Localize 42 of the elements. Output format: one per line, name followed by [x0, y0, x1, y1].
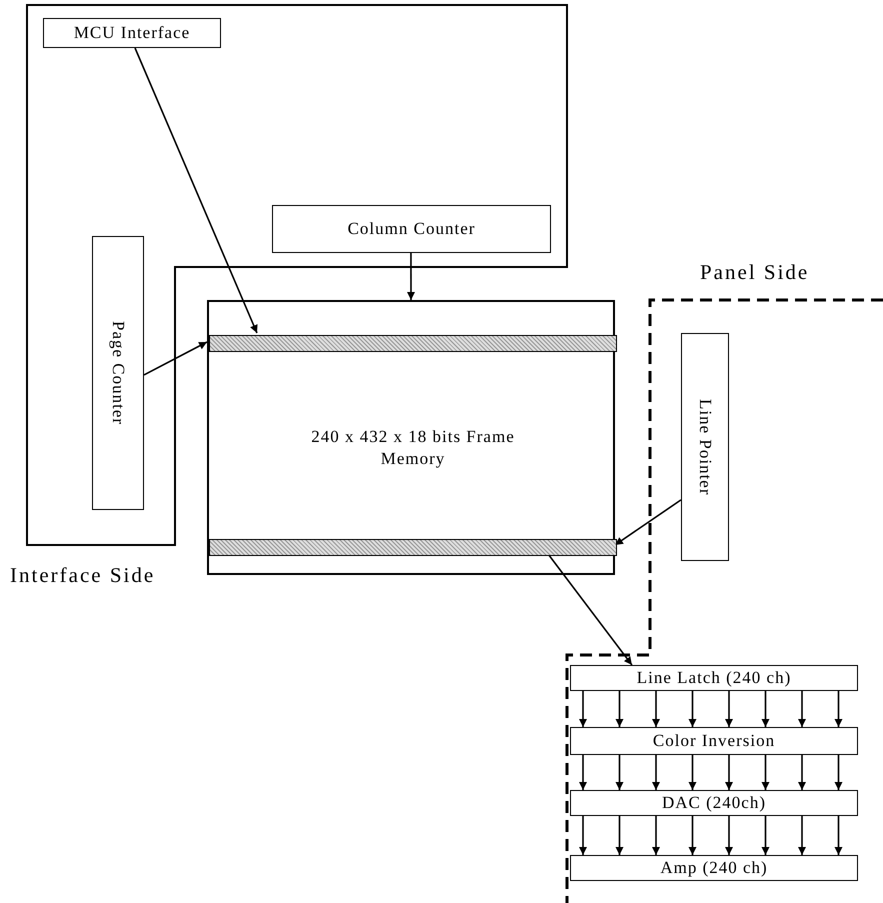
arrow: [762, 691, 770, 727]
hatched-bar: [209, 539, 617, 556]
arrow: [547, 554, 633, 666]
block-box: Amp (240 ch): [570, 855, 858, 881]
arrow: [688, 816, 696, 855]
region-label: Interface Side: [10, 563, 156, 588]
arrow: [616, 755, 624, 790]
block-box: Line Pointer: [681, 333, 729, 561]
arrow: [616, 816, 624, 855]
arrow: [688, 755, 696, 790]
arrow: [579, 691, 587, 727]
arrow: [762, 755, 770, 790]
arrow: [798, 755, 806, 790]
arrow: [798, 691, 806, 727]
block-box: Column Counter: [272, 205, 551, 253]
arrow: [762, 816, 770, 855]
hatched-bar: [209, 335, 617, 352]
arrow: [579, 816, 587, 855]
arrow: [616, 691, 624, 727]
arrow: [407, 253, 415, 300]
arrow: [579, 755, 587, 790]
arrow: [798, 816, 806, 855]
memory-label: 240 x 432 x 18 bits Frame Memory: [310, 426, 516, 470]
block-box: Color Inversion: [570, 727, 858, 755]
arrow: [834, 755, 842, 790]
block-box: DAC (240ch): [570, 790, 858, 816]
arrow: [688, 691, 696, 727]
arrow: [725, 691, 733, 727]
arrow: [725, 816, 733, 855]
arrow: [725, 755, 733, 790]
memory-block: [207, 300, 615, 575]
arrow: [144, 341, 208, 376]
block-box: MCU Interface: [43, 18, 221, 48]
region-label: Panel Side: [700, 260, 810, 285]
arrow: [134, 48, 258, 334]
arrow: [652, 816, 660, 855]
arrow: [834, 816, 842, 855]
arrow: [652, 755, 660, 790]
block-box: Page Counter: [92, 236, 144, 510]
arrow: [834, 691, 842, 727]
block-box: Line Latch (240 ch): [570, 665, 858, 691]
arrow: [652, 691, 660, 727]
